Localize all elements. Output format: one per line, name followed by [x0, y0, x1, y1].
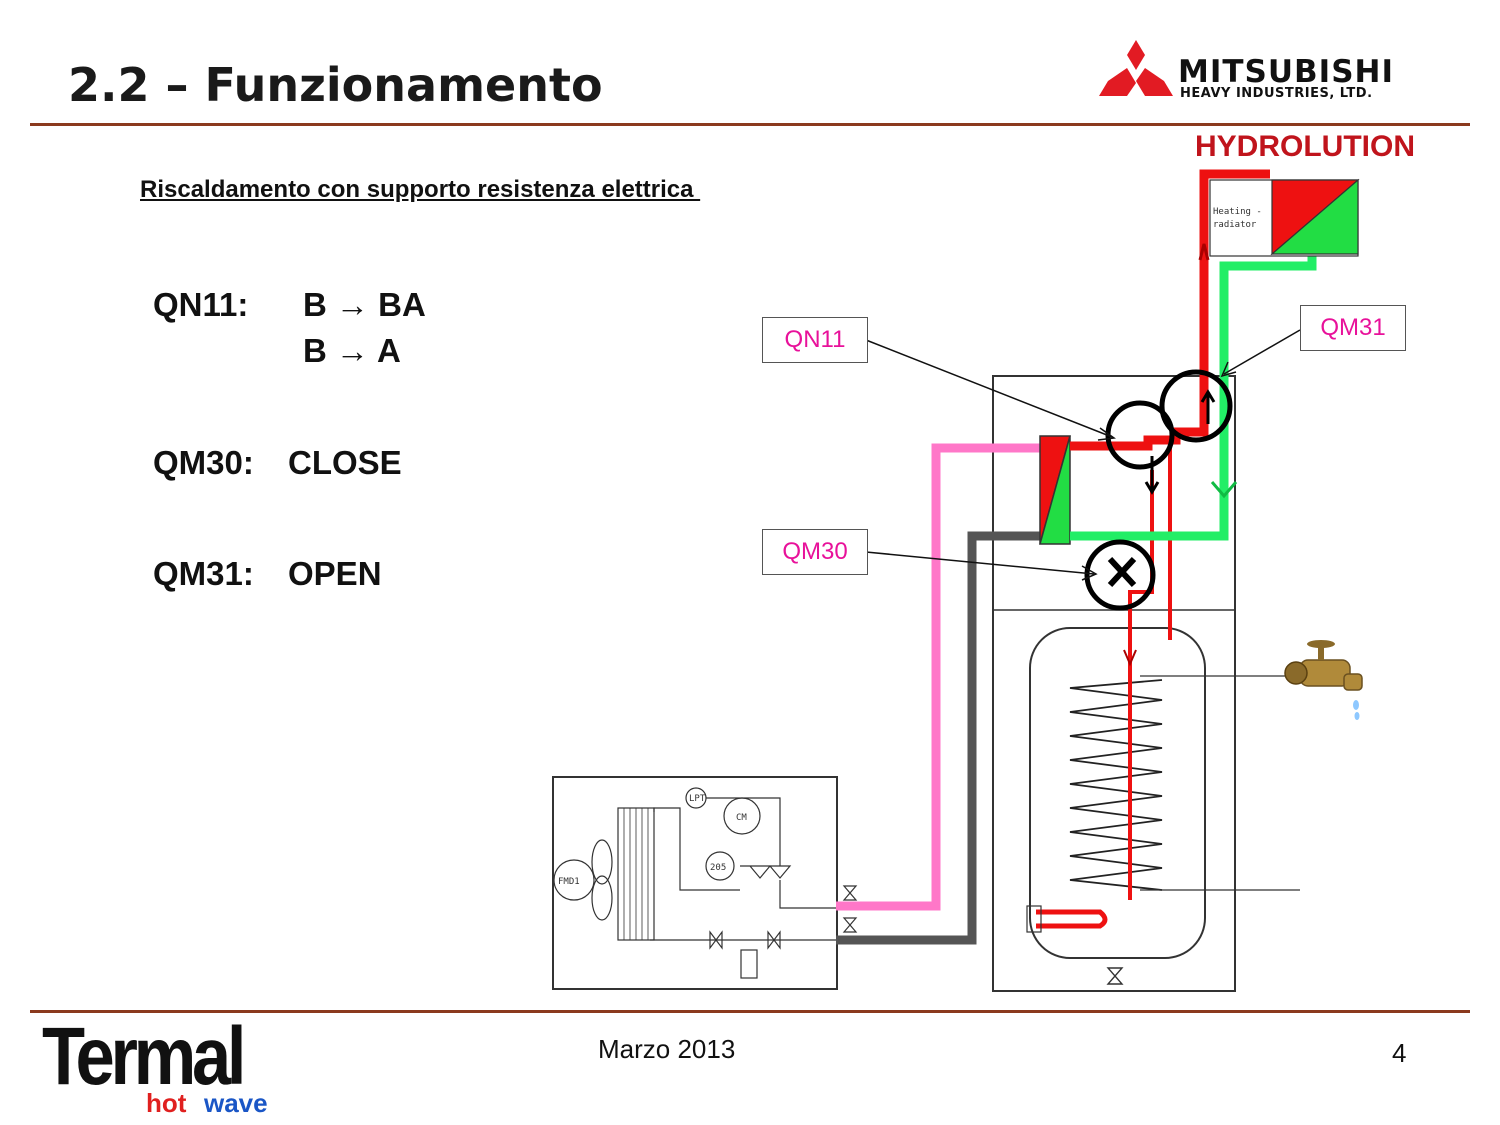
tank-coil [1069, 679, 1163, 891]
slide-subtitle: Riscaldamento con supporto resistenza el… [140, 176, 701, 203]
svg-text:CM: CM [736, 813, 747, 823]
mitsubishi-diamonds-logo [1099, 40, 1173, 96]
footer-date: Marzo 2013 [598, 1034, 736, 1064]
expansion-valve [740, 865, 792, 879]
qm31-callout: QM31 [1300, 305, 1406, 351]
flow-arrow-down-icon [1144, 456, 1160, 495]
qm31-state: OPEN [288, 555, 382, 592]
block-205-icon [705, 851, 735, 881]
svg-text:radiator: radiator [1213, 220, 1257, 230]
qm30-label: QM30: [153, 444, 254, 481]
qn11-label: QN11: [153, 286, 249, 323]
hot-water-tank [1029, 627, 1206, 959]
qn11-state-1: B → BA [303, 286, 426, 323]
qn11-state-2: B → A [303, 332, 401, 369]
header-rule [30, 123, 1470, 126]
page-number: 4 [1392, 1038, 1407, 1068]
qm30-state: CLOSE [288, 444, 402, 481]
svg-text:LPT: LPT [689, 794, 706, 804]
fan-icon [553, 859, 595, 901]
termal-logo: Termal [42, 1011, 247, 1102]
electric-heater [1036, 909, 1108, 929]
mhi-brand-text: MITSUBISHI [1178, 54, 1394, 90]
qm30-callout: QM30 [762, 529, 868, 575]
qm31-label: QM31: [153, 555, 254, 592]
qm31-valve-marker [1159, 369, 1233, 443]
termal-wave-text: wave [204, 1088, 268, 1118]
product-name: HYDROLUTION [1195, 130, 1415, 163]
svg-text:205: 205 [710, 863, 726, 873]
refrigerant-liquid-line [836, 531, 1042, 945]
slide-title: 2.2 – Funzionamento [68, 58, 603, 112]
flow-arrow-up-icon [1200, 389, 1216, 424]
refrigerant-gas-line [836, 443, 1042, 911]
outdoor-unit-outline [552, 776, 838, 990]
qn11-callout: QN11 [762, 317, 868, 363]
water-tap-icon [1284, 640, 1363, 720]
qm30-valve-marker [1084, 539, 1156, 611]
mhi-sub-text: HEAVY INDUSTRIES, LTD. [1180, 86, 1373, 101]
indoor-unit-outline [992, 375, 1236, 992]
termal-hot-text: hot [146, 1088, 187, 1118]
svg-text:FMD1: FMD1 [558, 877, 580, 887]
return-line [1070, 256, 1317, 541]
footer-rule [30, 1010, 1470, 1013]
svg-text:Heating -: Heating - [1213, 207, 1262, 217]
closed-x-icon [1107, 556, 1137, 588]
